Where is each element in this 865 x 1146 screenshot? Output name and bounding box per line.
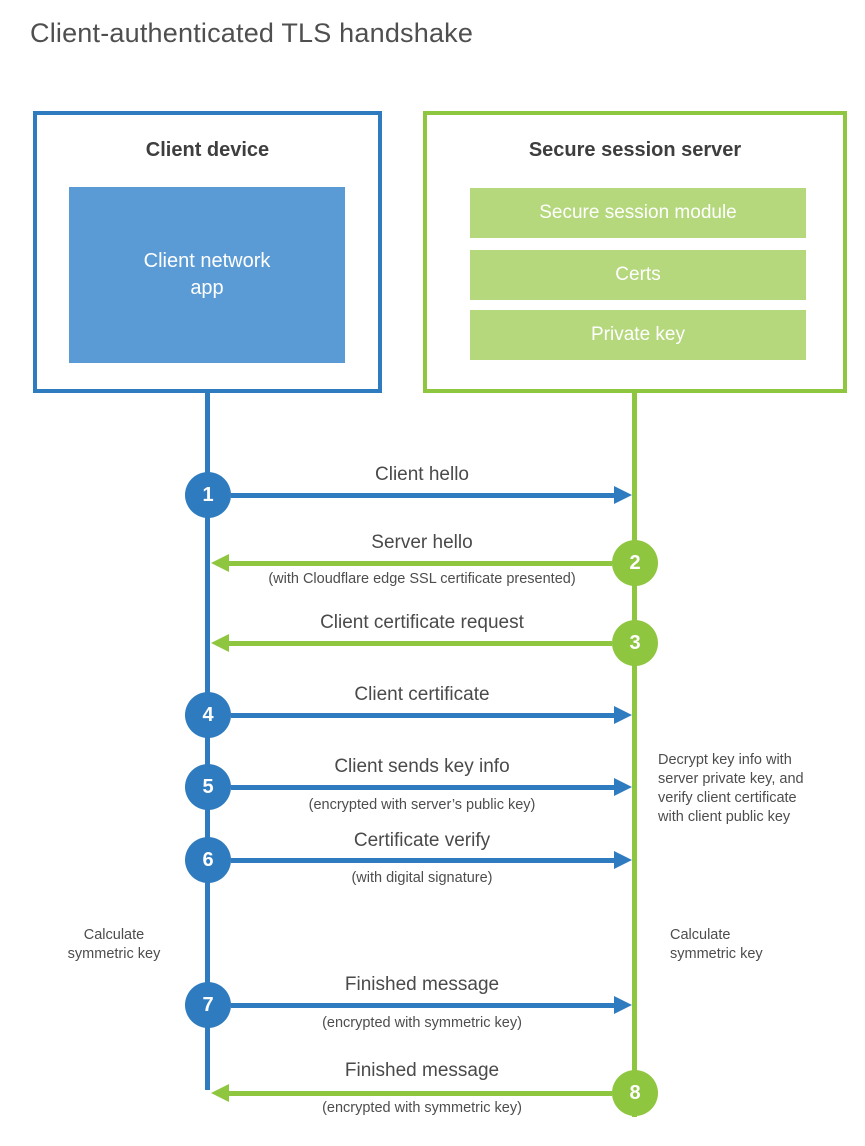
server-box: Secure session server Secure session mod… (423, 111, 847, 393)
note-calculate-symmetric-key-server: Calculate symmetric key (670, 927, 763, 962)
step-label-2: Server hello (371, 532, 473, 553)
step-label-7: Finished message (344, 974, 500, 995)
arrow-head-left-icon (211, 554, 229, 572)
step-circle-2: 2 (612, 540, 658, 586)
server-lifeline (632, 393, 637, 1117)
diagram-title: Client-authenticated TLS handshake (30, 18, 474, 48)
arrow-head-right-icon (614, 486, 632, 504)
step-arrow-1 (231, 493, 614, 498)
step-label-6: Certificate verify (353, 830, 491, 851)
step-circle-3: 3 (612, 620, 658, 666)
step-circle-5: 5 (185, 764, 231, 810)
step-circle-6: 6 (185, 837, 231, 883)
server-module-bar: Secure session module (470, 188, 806, 238)
arrow-head-left-icon (211, 634, 229, 652)
step-sublabel-6: (with digital signature) (351, 870, 493, 886)
step-sublabel-7: (encrypted with symmetric key) (322, 1015, 522, 1031)
note-calculate-symmetric-key-client: Calculate symmetric key (67, 927, 161, 962)
client-device-box: Client device Client network app (33, 111, 382, 393)
arrow-head-right-icon (614, 851, 632, 869)
server-module-bar: Certs (470, 250, 806, 300)
client-device-title: Client device (145, 139, 270, 161)
step-sublabel-8: (encrypted with symmetric key) (322, 1100, 522, 1116)
step-circle-7: 7 (185, 982, 231, 1028)
server-module-bar: Private key (470, 310, 806, 360)
arrow-head-right-icon (614, 778, 632, 796)
step-arrow-5 (231, 785, 614, 790)
client-network-app-box: Client network app (69, 187, 345, 363)
note-decrypt-key-info: Decrypt key info with server private key… (658, 752, 804, 825)
step-label-4: Client certificate (354, 684, 490, 705)
step-label-3: Client certificate request (320, 612, 524, 633)
step-arrow-2 (229, 561, 612, 566)
step-arrow-3 (229, 641, 612, 646)
step-label-1: Client hello (375, 464, 469, 485)
arrow-head-right-icon (614, 996, 632, 1014)
step-sublabel-5: (encrypted with server’s public key) (308, 797, 536, 813)
arrow-head-right-icon (614, 706, 632, 724)
client-lifeline (205, 393, 210, 1090)
server-title: Secure session server (528, 139, 742, 161)
step-circle-8: 8 (612, 1070, 658, 1116)
arrow-head-left-icon (211, 1084, 229, 1102)
step-circle-4: 4 (185, 692, 231, 738)
step-arrow-4 (231, 713, 614, 718)
step-arrow-8 (229, 1091, 612, 1096)
step-arrow-6 (231, 858, 614, 863)
step-arrow-7 (231, 1003, 614, 1008)
step-sublabel-2: (with Cloudflare edge SSL certificate pr… (268, 571, 576, 587)
step-label-5: Client sends key info (334, 756, 510, 777)
step-label-8: Finished message (344, 1060, 500, 1081)
step-circle-1: 1 (185, 472, 231, 518)
